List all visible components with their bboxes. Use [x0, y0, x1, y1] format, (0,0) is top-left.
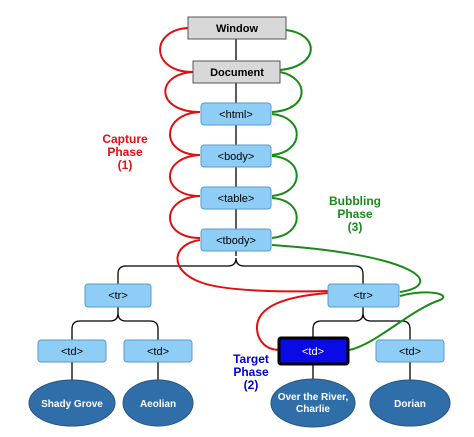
node-window-label: Window [216, 23, 258, 35]
node-html: <html> [200, 102, 272, 126]
capture-arc-tr-target [255, 292, 329, 351]
leaf-aeolian: Aeolian [122, 379, 194, 427]
bubbling-phase-arrows [271, 29, 445, 351]
tree-connectors [71, 39, 411, 380]
node-table: <table> [200, 186, 272, 210]
capture-phase-label: Capture Phase (1) [102, 132, 148, 172]
bubbling-phase-label: Bubbling Phase (3) [329, 194, 381, 234]
bubble-arc-tr-tbody [271, 244, 422, 293]
node-tbody: <tbody> [200, 228, 272, 252]
bubble-arc-table-body [271, 155, 298, 197]
target-label-line2: Phase [233, 365, 269, 379]
leaf-over-the-river-label-2: Charlie [296, 404, 330, 415]
leaf-over-the-river-label-1: Over the River, [278, 392, 349, 403]
target-label-line3: (2) [244, 378, 259, 392]
target-phase-label: Target Phase (2) [233, 352, 269, 392]
node-td-2: <td> [123, 339, 193, 363]
leaf-dorian-label: Dorian [394, 399, 426, 410]
node-td-4-label: <td> [399, 346, 421, 358]
bubble-arc-tbody-table [271, 197, 298, 239]
leaf-dorian: Dorian [369, 379, 451, 427]
bubble-arc-body-html [271, 113, 298, 156]
target-label-line1: Target [233, 352, 269, 366]
node-tr-right-label: <tr> [353, 290, 373, 302]
bubble-arc-target-tr [348, 291, 445, 351]
node-td-target: <td> [277, 336, 350, 366]
capture-label-line1: Capture [102, 132, 148, 146]
node-td-2-label: <td> [147, 346, 169, 358]
capture-arc-tbody-tr [176, 239, 329, 293]
capture-arc-document-html [164, 71, 201, 113]
leaf-shady-grove-label: Shady Grove [41, 399, 103, 410]
node-td-1-label: <td> [61, 346, 83, 358]
bubbling-label-line1: Bubbling [329, 194, 381, 208]
node-td-1: <td> [37, 339, 107, 363]
node-tbody-label: <tbody> [216, 235, 256, 247]
node-body: <body> [200, 144, 272, 168]
connector-tr-right-cells [312, 307, 411, 340]
leaf-aeolian-label: Aeolian [140, 399, 176, 410]
bubble-arc-html-document [271, 71, 303, 113]
bubbling-label-line2: Phase [337, 207, 373, 221]
capture-label-line3: (1) [118, 158, 133, 172]
capture-arc-table-tbody [169, 195, 201, 239]
capture-label-line2: Phase [107, 145, 143, 159]
node-table-label: <table> [218, 193, 255, 205]
capture-phase-arrows [159, 27, 329, 351]
bubble-arc-document-window [279, 29, 312, 71]
capture-arc-window-document [159, 27, 194, 73]
capture-arc-html-body [169, 111, 201, 156]
leaf-over-the-river: Over the River, Charlie [270, 378, 356, 428]
node-body-label: <body> [218, 151, 255, 163]
node-window: Window [187, 16, 287, 40]
node-td-4: <td> [375, 339, 445, 363]
leaf-shady-grove: Shady Grove [28, 379, 116, 427]
connector-tbody-rows [117, 251, 364, 284]
node-tr-left: <tr> [84, 283, 152, 308]
node-tr-left-label: <tr> [108, 290, 128, 302]
node-document-label: Document [210, 67, 264, 79]
connector-tr-left-cells [71, 307, 159, 340]
node-tr-right: <tr> [327, 283, 400, 308]
capture-arc-body-table [169, 154, 201, 197]
node-document: Document [192, 60, 281, 84]
node-html-label: <html> [219, 109, 253, 121]
node-td-target-label: <td> [302, 346, 324, 358]
bubbling-label-line3: (3) [348, 220, 363, 234]
